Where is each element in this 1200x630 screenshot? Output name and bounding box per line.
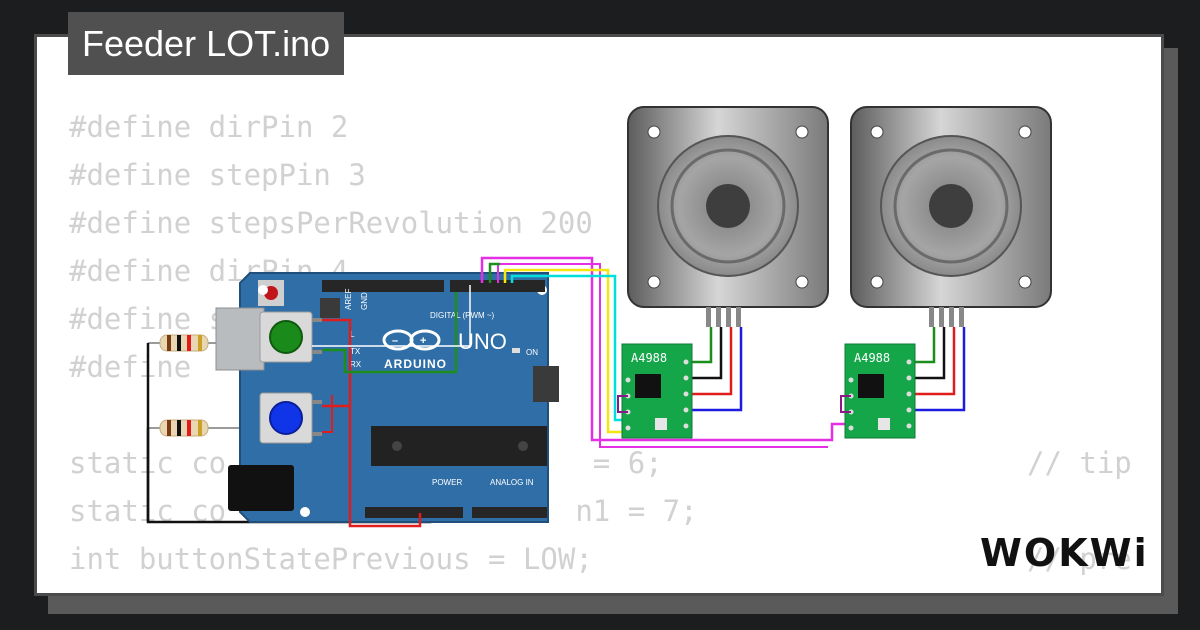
arduino-uno[interactable]: AREF GND DIGITAL (PWM ~) L TX RX – + UNO…: [215, 272, 559, 523]
wire-5v: [322, 318, 422, 528]
header-power: [365, 507, 463, 518]
rx-label: RX: [350, 360, 362, 369]
push-button-blue[interactable]: [259, 392, 322, 444]
code-comment: // pre: [1027, 542, 1132, 576]
model-label: UNO: [458, 329, 507, 354]
wokwi-logo-text: WOKWi: [980, 531, 1149, 575]
driver-label: A4988: [631, 351, 667, 365]
analog-label: ANALOG IN: [490, 478, 534, 487]
code-line: #define: [69, 350, 192, 384]
a4988-driver-1[interactable]: A4988: [621, 343, 693, 439]
code-line: int buttonStatePrevious = LOW;// pre: [69, 535, 1132, 583]
code-comment: // tip: [1027, 446, 1132, 480]
svg-text:+: +: [420, 335, 426, 347]
code-preview: #define dirPin 2 #define stepPin 3 #define…: [69, 103, 1132, 583]
l-label: L: [350, 330, 355, 339]
brand-label: ARDUINO: [384, 357, 447, 371]
wokwi-logo: WOKWi: [980, 531, 1149, 575]
stepper-motor-2[interactable]: [850, 106, 1052, 327]
motor-wires-2: [913, 327, 966, 412]
code-line: #define stepPin 3: [69, 158, 366, 192]
tx-label: TX: [350, 347, 361, 356]
wire-dir-green: [488, 262, 500, 283]
arduino-logo: – +: [382, 329, 441, 351]
on-label: ON: [526, 348, 538, 357]
push-button-green[interactable]: [259, 311, 322, 363]
usb-connector: [215, 307, 265, 371]
code-line: #define stepsPerRevolution 200: [69, 206, 593, 240]
driver-label: A4988: [854, 351, 890, 365]
digital-label: DIGITAL (PWM ~): [430, 311, 495, 320]
header-digital: [450, 280, 545, 292]
svg-text:–: –: [392, 335, 398, 347]
code-line: static co = 6;// tip: [69, 439, 1132, 487]
wire-cyan: [510, 274, 628, 422]
wire-yellow: [503, 268, 628, 434]
motor-wires-1: [690, 327, 743, 412]
project-title[interactable]: Feeder LOT.ino: [68, 12, 345, 75]
power-label: POWER: [432, 478, 462, 487]
code-line: #define dirPin 2: [69, 110, 349, 144]
stepper-motor-1[interactable]: [627, 106, 829, 327]
gnd-label: GND: [360, 292, 369, 310]
header-analog: [472, 507, 547, 518]
aref-label: AREF: [344, 289, 353, 310]
icsp-header: [533, 366, 559, 402]
header-top-left: [322, 280, 444, 292]
wire-magenta: [480, 256, 850, 442]
power-jack: [228, 465, 294, 511]
code-line: static co n1 = 7;: [69, 494, 698, 528]
code-line: #define s: [69, 302, 227, 336]
a4988-driver-2[interactable]: A4988: [844, 343, 916, 439]
